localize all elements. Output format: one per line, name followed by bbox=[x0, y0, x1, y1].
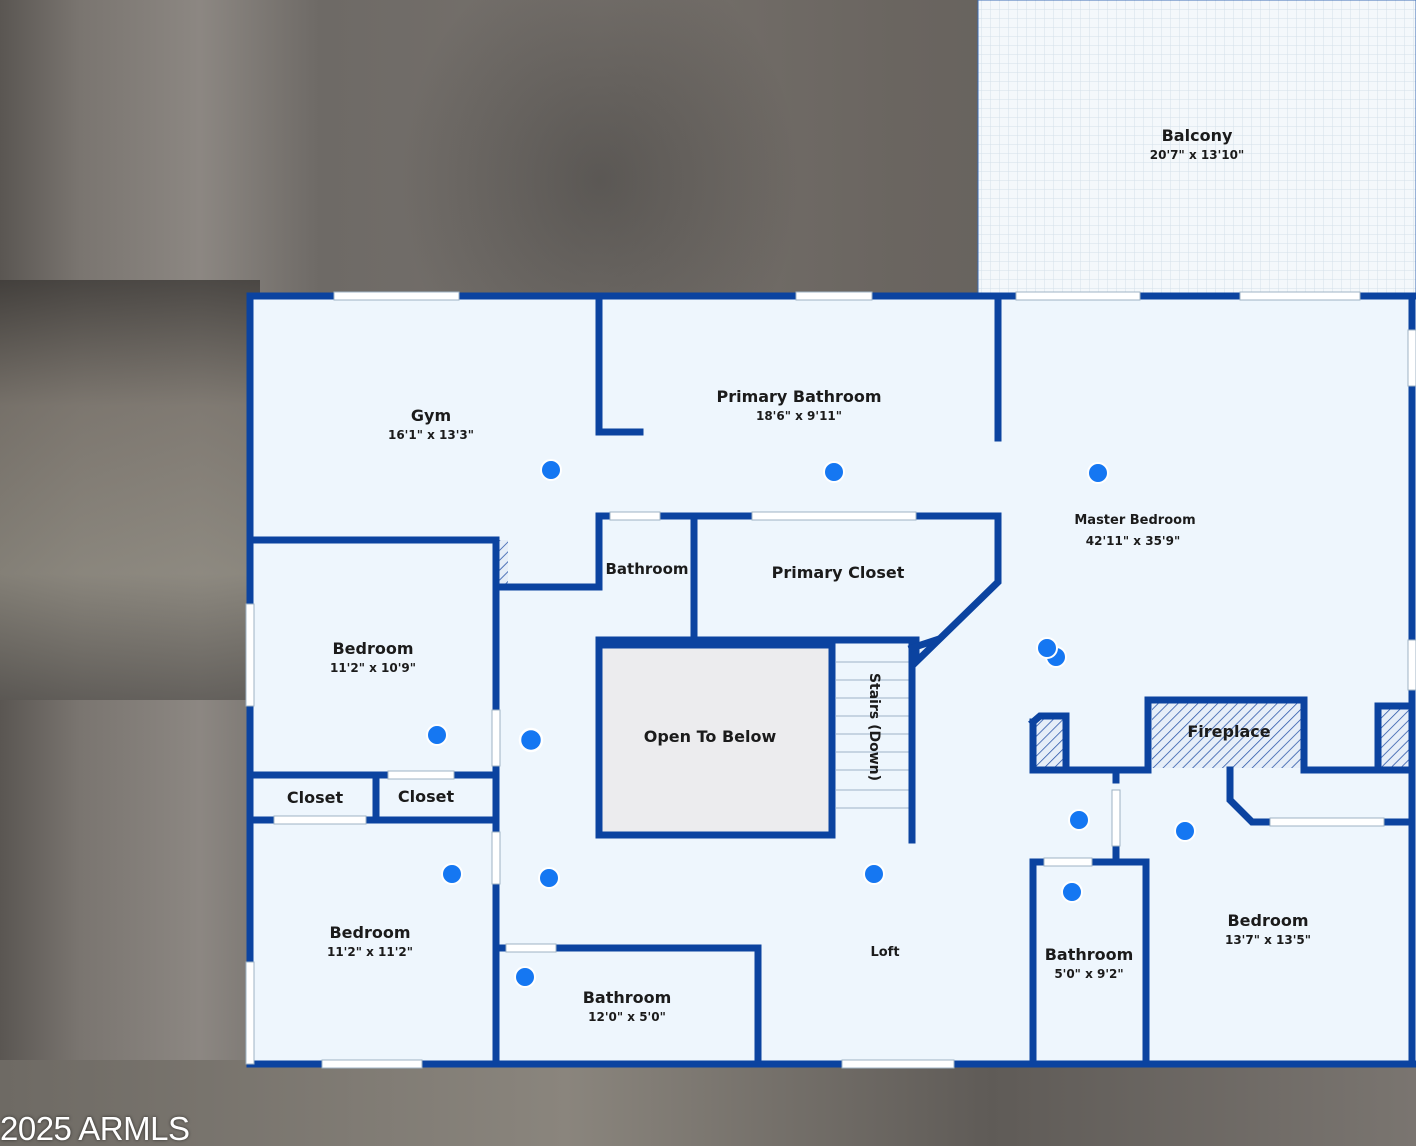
bedroom-3-dims: 13'7" x 13'5" bbox=[1225, 933, 1311, 947]
bathroom-2-label: Bathroom bbox=[583, 988, 672, 1007]
camera-hotspot[interactable] bbox=[1068, 809, 1090, 831]
balcony-label: Balcony bbox=[1162, 126, 1233, 145]
bedroom-1-dims: 11'2" x 10'9" bbox=[330, 661, 416, 675]
bathroom-3-label: Bathroom bbox=[1045, 945, 1134, 964]
bedroom-3-label: Bedroom bbox=[1227, 911, 1308, 930]
copyright-watermark: 2025 ARMLS bbox=[0, 1110, 190, 1147]
camera-hotspot[interactable] bbox=[1087, 462, 1109, 484]
hatch-block-right bbox=[1378, 708, 1412, 768]
bedroom-2-dims: 11'2" x 11'2" bbox=[327, 945, 413, 959]
hatch-block-left bbox=[1033, 716, 1066, 768]
closet-2-label: Closet bbox=[398, 787, 455, 806]
open-to-below-area bbox=[599, 645, 832, 835]
bedroom-2-label: Bedroom bbox=[329, 923, 410, 942]
closet-1-label: Closet bbox=[287, 788, 344, 807]
camera-hotspot[interactable] bbox=[518, 727, 544, 753]
bathroom-label: Bathroom bbox=[605, 560, 688, 578]
camera-hotspots bbox=[426, 459, 1196, 988]
camera-hotspot[interactable] bbox=[426, 724, 448, 746]
open-to-below-label: Open To Below bbox=[644, 727, 777, 746]
gym-label: Gym bbox=[411, 406, 451, 425]
master-bedroom-label: Master Bedroom bbox=[1074, 513, 1195, 528]
fireplace-hatch bbox=[1152, 703, 1302, 768]
gym-dims: 16'1" x 13'3" bbox=[388, 428, 474, 442]
windows bbox=[245, 291, 1416, 1069]
primary-closet-label: Primary Closet bbox=[772, 563, 905, 582]
camera-hotspot[interactable] bbox=[1174, 820, 1196, 842]
fireplace-label: Fireplace bbox=[1187, 722, 1270, 741]
primary-bathroom-dims: 18'6" x 9'11" bbox=[756, 409, 842, 423]
hatch-sliver bbox=[499, 540, 508, 586]
camera-hotspot[interactable] bbox=[514, 966, 536, 988]
master-bedroom-dims: 42'11" x 35'9" bbox=[1086, 534, 1180, 548]
bathroom-3-dims: 5'0" x 9'2" bbox=[1054, 967, 1123, 981]
camera-hotspot[interactable] bbox=[823, 461, 845, 483]
stairs-treads bbox=[836, 661, 912, 809]
balcony-dims: 20'7" x 13'10" bbox=[1150, 148, 1244, 162]
camera-hotspot[interactable] bbox=[1061, 881, 1083, 903]
bedroom-1-label: Bedroom bbox=[332, 639, 413, 658]
camera-hotspot[interactable] bbox=[1036, 637, 1058, 659]
primary-bathroom-label: Primary Bathroom bbox=[716, 387, 881, 406]
camera-hotspot[interactable] bbox=[441, 863, 463, 885]
camera-hotspot[interactable] bbox=[863, 863, 885, 885]
camera-hotspot[interactable] bbox=[538, 867, 560, 889]
camera-hotspot[interactable] bbox=[540, 459, 562, 481]
stairs-label: Stairs (Down) bbox=[866, 673, 882, 781]
loft-label: Loft bbox=[870, 945, 899, 960]
bathroom-2-dims: 12'0" x 5'0" bbox=[588, 1010, 666, 1024]
